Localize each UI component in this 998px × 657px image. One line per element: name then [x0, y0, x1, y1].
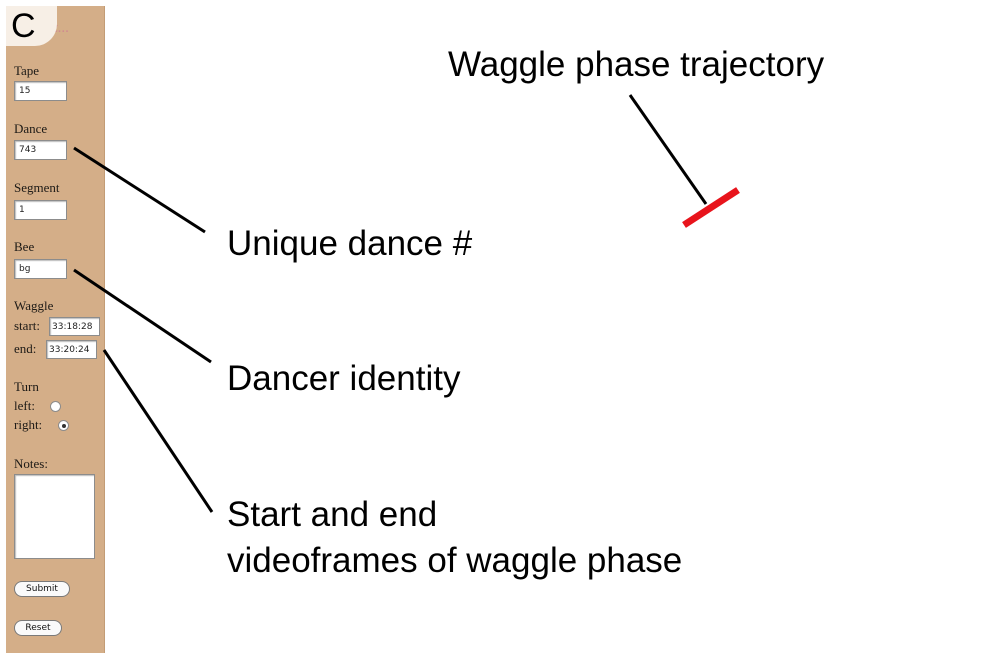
- waggle-trajectory-line: [682, 187, 740, 228]
- reset-button[interactable]: Reset: [14, 620, 62, 636]
- turn-right-label: right:: [14, 417, 43, 432]
- annotation-form-panel: Beezzz... C Tape 15 Dance 743 Segment 1 …: [6, 6, 105, 653]
- waggle-start-input[interactable]: 33:18:28: [49, 317, 100, 336]
- frames-annotation-line2: videoframes of waggle phase: [227, 541, 683, 580]
- waggle-label: Waggle: [14, 298, 54, 313]
- turn-left-radio[interactable]: [50, 401, 61, 412]
- segment-label: Segment: [14, 180, 60, 195]
- dance-leader-line: [73, 146, 206, 234]
- dancer-identity-annotation: Dancer identity: [227, 359, 461, 398]
- dance-label: Dance: [14, 121, 48, 136]
- dance-input[interactable]: 743: [14, 140, 67, 160]
- turn-right-radio[interactable]: [58, 420, 69, 431]
- panel-letter: C: [6, 6, 57, 46]
- tape-input[interactable]: 15: [14, 81, 67, 101]
- trajectory-annotation: Waggle phase trajectory: [448, 45, 825, 84]
- turn-left-label: left:: [14, 398, 35, 413]
- notes-label: Notes:: [14, 456, 48, 471]
- waggle-end-input[interactable]: 33:20:24: [46, 340, 97, 359]
- submit-button[interactable]: Submit: [14, 581, 70, 597]
- waggle-start-label: start:: [14, 318, 40, 333]
- bee-leader-line: [73, 268, 212, 364]
- trajectory-leader-line: [628, 94, 708, 205]
- waggle-end-label: end:: [14, 341, 37, 356]
- segment-input[interactable]: 1: [14, 200, 67, 220]
- notes-textarea[interactable]: [14, 474, 95, 559]
- bee-label: Bee: [14, 239, 35, 254]
- unique-dance-annotation: Unique dance #: [227, 224, 473, 263]
- tape-label: Tape: [14, 63, 40, 78]
- frames-leader-line: [102, 349, 214, 513]
- frames-annotation-line1: Start and end: [227, 495, 438, 534]
- bee-input[interactable]: bg: [14, 259, 67, 279]
- turn-label: Turn: [14, 379, 39, 394]
